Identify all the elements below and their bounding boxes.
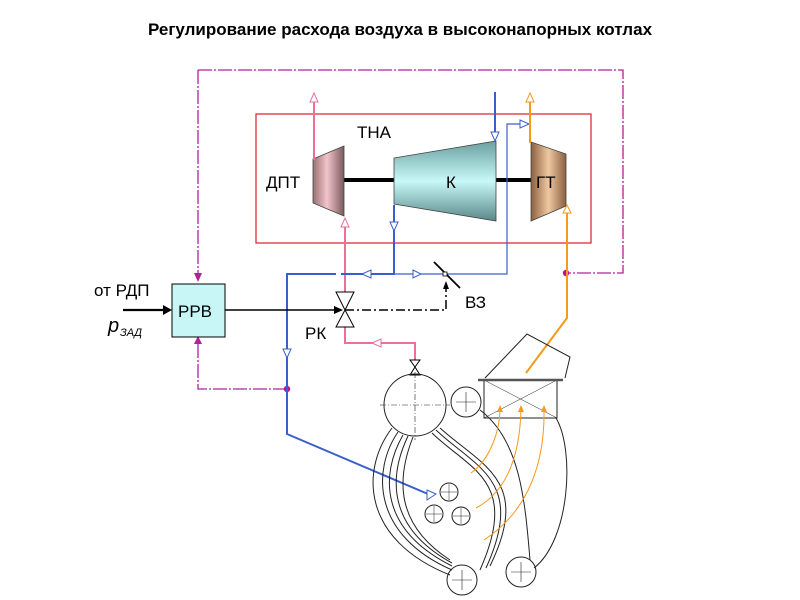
air-boiler-arrow — [426, 489, 438, 501]
label-vz: ВЗ — [465, 293, 486, 312]
flue-arrow-2 — [518, 405, 524, 412]
drum-valve — [409, 359, 421, 376]
rrv-block — [171, 283, 226, 338]
flue-arrow-1 — [497, 405, 503, 412]
label-tha: ТНА — [357, 123, 392, 142]
label-p-zad-subscript: ЗАД — [120, 327, 142, 339]
air-left-arrow — [360, 269, 372, 279]
vz-pivot — [442, 271, 448, 277]
label-rk: РК — [305, 324, 326, 343]
label-p-zad: p — [107, 315, 119, 337]
air-bypass-arrow-gt — [519, 119, 531, 129]
arrow-into-rrv-top — [194, 273, 202, 282]
signal-loop-line — [198, 69, 624, 274]
k-compressor — [393, 140, 497, 222]
flue-gas-flow-arrows — [470, 408, 545, 541]
control-arrow-vz — [443, 281, 449, 289]
gas-supply-arrow — [562, 203, 572, 214]
diagram-title: Регулирование расхода воздуха в высокона… — [147, 20, 653, 39]
label-from-rdp: от РДП — [94, 281, 150, 300]
air-bypass-arrow-right — [412, 269, 423, 279]
control-line-vz — [345, 288, 447, 311]
steam-exhaust-arrow — [309, 91, 319, 103]
air-intake-arrow — [490, 131, 500, 143]
steam-supply-arrow-dpt — [340, 216, 350, 228]
dpt-steam-turbine — [312, 145, 345, 217]
tna-frame — [255, 113, 592, 244]
arrow-into-rrv-bottom — [194, 336, 202, 344]
gas-exhaust-arrow — [525, 91, 535, 103]
label-dpt: ДПТ — [266, 173, 300, 192]
signal-feedback-line — [197, 340, 287, 390]
air-compressor-outlet — [286, 205, 429, 495]
input-signal-arrow — [163, 305, 172, 315]
air-down-arrow — [282, 348, 292, 360]
flue-arrow-3 — [541, 405, 547, 412]
gas-supply-line — [525, 210, 568, 374]
air-outlet-arrow — [389, 221, 399, 233]
label-k: К — [446, 173, 456, 192]
air-bypass-line — [394, 123, 525, 275]
boiler-drawing — [372, 333, 571, 596]
label-rrv: РРВ — [178, 302, 212, 321]
label-gt: ГТ — [536, 173, 556, 192]
rk-valve — [335, 291, 355, 328]
steam-flow-arrow — [370, 338, 382, 348]
control-arrow-rk — [334, 306, 343, 314]
